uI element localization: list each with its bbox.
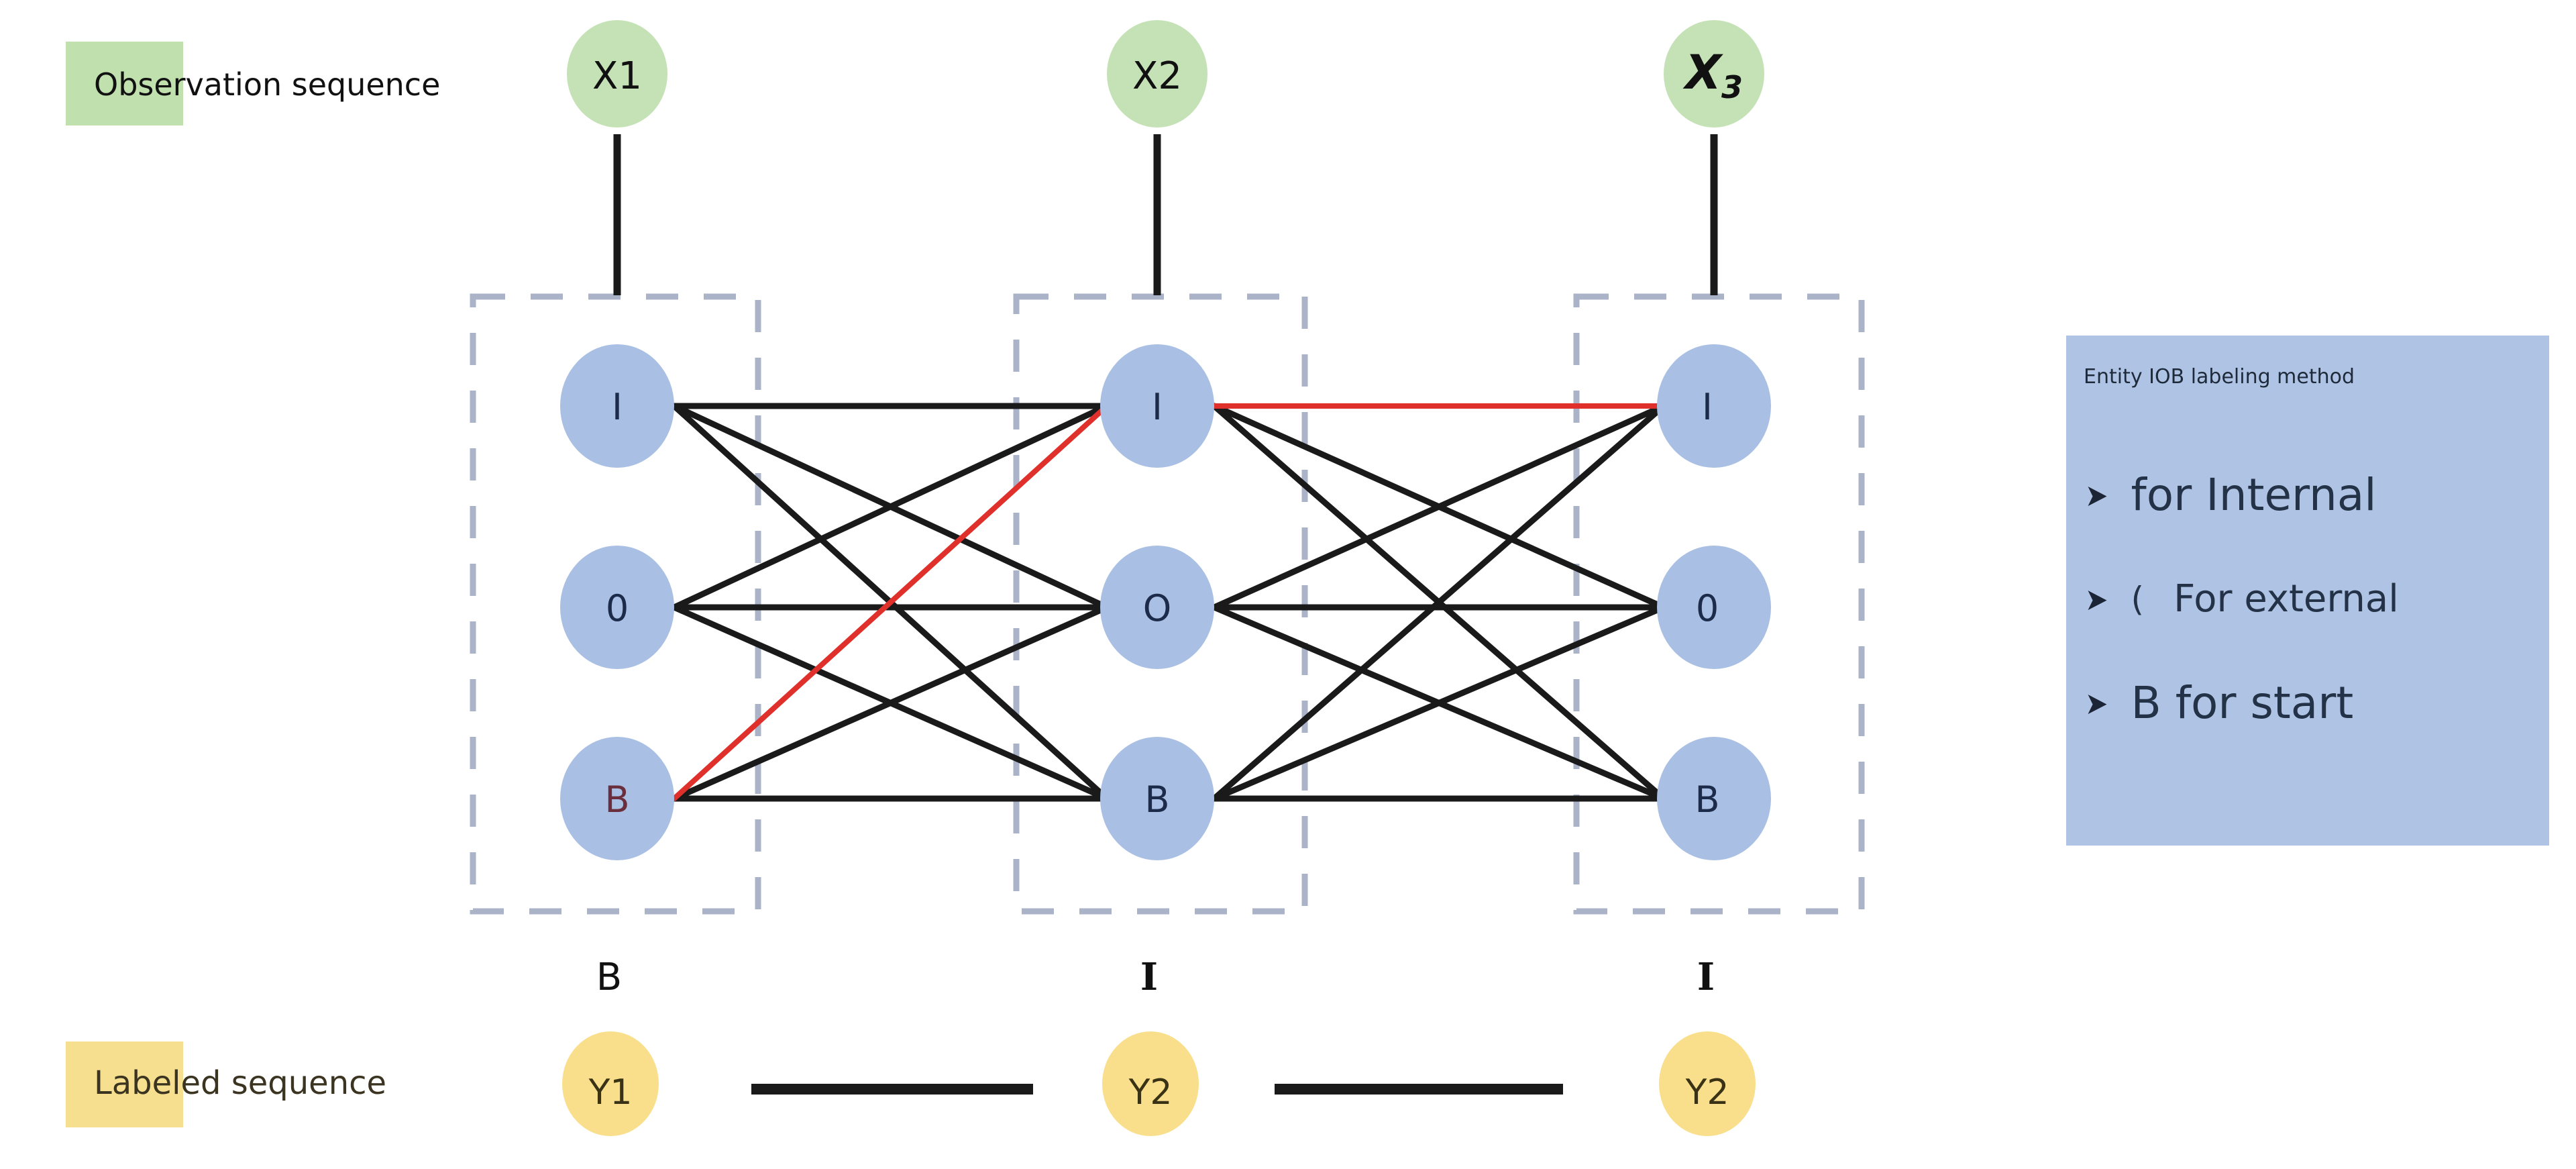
state-node-label: B: [1144, 778, 1169, 821]
labeled-node-label: Y2: [1128, 1072, 1173, 1113]
decoded-tag-2: I: [1140, 955, 1158, 999]
state-node-I-1: I: [560, 344, 674, 468]
legend-item-external: ➤ ( For external: [2084, 577, 2532, 621]
transition-edge-B2-I3: [1211, 403, 1667, 802]
legend-item-prefix: (: [2131, 579, 2145, 619]
observation-node-label: X1: [592, 54, 642, 98]
state-node-label: I: [1152, 386, 1163, 428]
legend-item-start: ➤ B for start: [2084, 677, 2532, 729]
state-node-O-3: 0: [1657, 546, 1771, 669]
state-node-label: I: [612, 386, 623, 428]
transition-edge-O2-I3: [1211, 403, 1667, 611]
legend-item-internal: ➤ for Internal: [2084, 469, 2532, 521]
state-node-circle: [1657, 344, 1771, 468]
state-node-label: O: [1143, 587, 1172, 629]
column-dashed-box-1: [470, 293, 761, 915]
observation-sequence-label: Observation sequence: [94, 66, 440, 103]
legend-item-text: For external: [2174, 577, 2399, 621]
state-node-circle: [1100, 546, 1214, 669]
observation-node-circle: [1664, 20, 1764, 128]
state-node-circle: [1657, 546, 1771, 669]
arrow-bullet-icon: ➤: [2084, 580, 2108, 617]
decoded-tag-3: I: [1697, 955, 1715, 999]
state-node-O-2: O: [1100, 546, 1214, 669]
labeled-node-label: Y2: [1685, 1072, 1729, 1113]
state-node-label: B: [1695, 778, 1719, 821]
highlighted-transition-edge-B1-I2: [672, 403, 1110, 801]
arrow-bullet-icon: ➤: [2084, 684, 2108, 721]
iob-legend-panel: Entity IOB labeling method ➤ for Interna…: [2066, 336, 2549, 846]
decoded-tag-1: B: [596, 956, 622, 999]
observation-node-circle: [567, 20, 667, 128]
state-node-label: 0: [1696, 587, 1719, 629]
labeled-node-2: Y2: [1102, 1031, 1199, 1136]
state-node-O-1: 0: [560, 546, 674, 669]
state-node-circle: [560, 344, 674, 468]
labeled-node-1: Y1: [562, 1031, 659, 1136]
observation-node-2: X2: [1107, 20, 1208, 128]
observation-node-3: X3: [1664, 20, 1764, 128]
transition-edge-B1-O2: [671, 604, 1110, 802]
state-node-circle: [560, 546, 674, 669]
state-node-label: B: [604, 778, 629, 821]
state-node-circle: [1100, 737, 1214, 860]
labeled-sequence-label-bg: [66, 1041, 183, 1127]
observation-node-1: X1: [567, 20, 667, 128]
labeled-node-3: Y2: [1659, 1031, 1756, 1136]
transition-edge-O1-I2: [671, 403, 1110, 611]
labeled-node-circle: [562, 1031, 659, 1136]
labeled-node-circle: [1102, 1031, 1199, 1136]
labeled-sequence-label: Labeled sequence: [94, 1064, 386, 1102]
legend-item-text: for Internal: [2131, 469, 2377, 521]
legend-item-text: B for start: [2131, 677, 2354, 729]
legend-title: Entity IOB labeling method: [2084, 365, 2355, 389]
state-node-circle: [560, 737, 674, 860]
state-node-B-2: B: [1100, 737, 1214, 860]
state-node-circle: [1100, 344, 1214, 468]
labeled-node-circle: [1659, 1031, 1756, 1136]
labeled-node-label: Y1: [588, 1072, 633, 1113]
state-node-label: I: [1702, 386, 1713, 428]
observation-node-circle: [1107, 20, 1208, 128]
state-node-I-3: I: [1657, 344, 1771, 468]
arrow-bullet-icon: ➤: [2084, 476, 2108, 513]
column-dashed-box-2: [1013, 293, 1308, 915]
column-dashed-box-3: [1573, 293, 1865, 915]
state-node-I-2: I: [1100, 344, 1214, 468]
state-node-label: 0: [606, 587, 629, 629]
observation-sequence-label-bg: [66, 42, 183, 125]
transition-edge-B2-O3: [1211, 604, 1667, 802]
state-node-circle: [1657, 737, 1771, 860]
state-node-B-1: B: [560, 737, 674, 860]
state-node-B-3: B: [1657, 737, 1771, 860]
observation-node-label: X2: [1132, 54, 1182, 98]
